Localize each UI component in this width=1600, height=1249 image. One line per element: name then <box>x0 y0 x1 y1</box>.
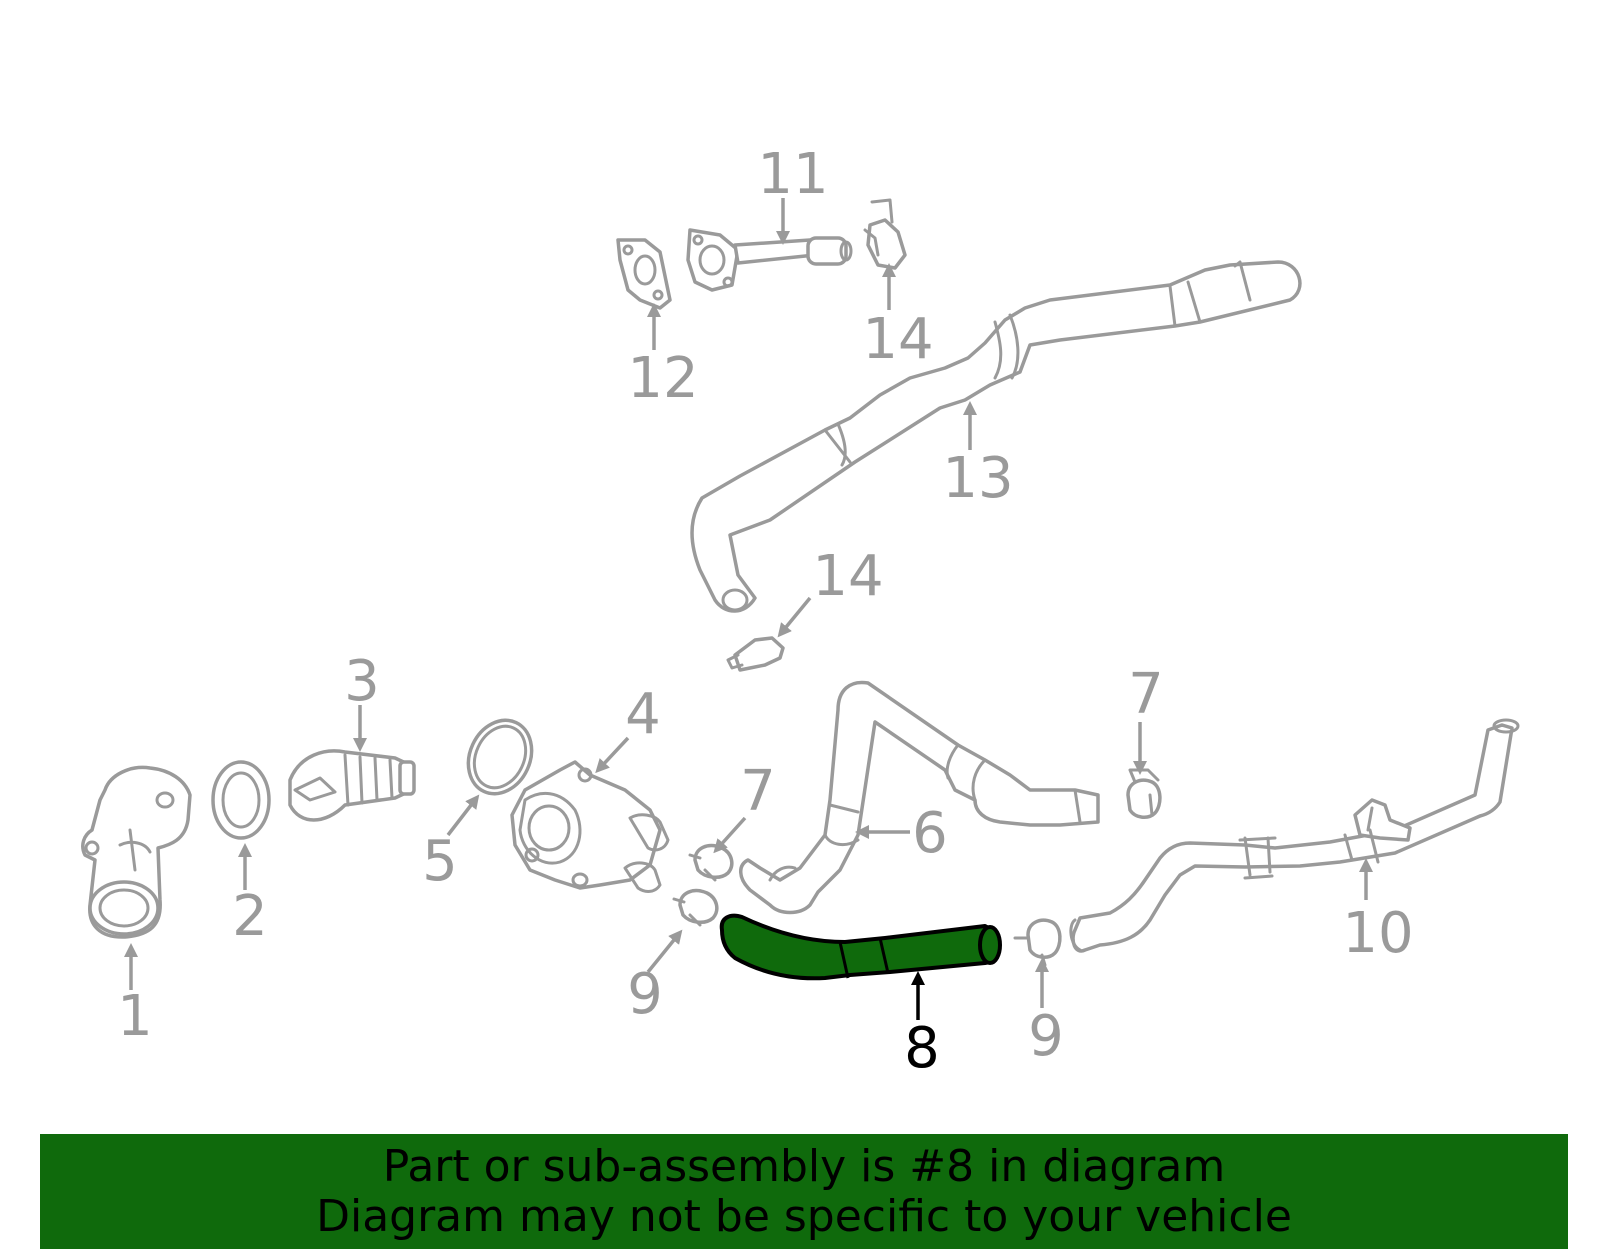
callout-9-left: 9 <box>627 962 663 1027</box>
callout-5: 5 <box>422 829 458 894</box>
callout-11: 11 <box>757 142 828 207</box>
callout-14-top: 14 <box>862 307 933 372</box>
part-11-water-pipe <box>686 228 853 292</box>
part-8-highlighted-hose <box>719 913 1002 981</box>
part-6-hose <box>739 680 1100 915</box>
part-9-clamp-left <box>672 888 719 927</box>
part-10-bypass-pipe <box>1069 718 1520 953</box>
part-7-clamp-left <box>688 843 734 882</box>
banner-line-part-number: Part or sub-assembly is #8 in diagram <box>382 1141 1226 1192</box>
leader-arrows <box>124 198 1373 1020</box>
part-2-gasket <box>211 760 271 840</box>
callout-7-left: 7 <box>740 759 776 824</box>
callout-6: 6 <box>912 801 948 866</box>
part-5-o-ring <box>466 718 534 796</box>
part-3-thermostat <box>288 749 416 822</box>
callout-8: 8 <box>904 1016 940 1081</box>
callout-labels: 1 2 3 4 5 6 7 7 8 9 9 10 11 12 14 13 14 <box>117 142 1413 1081</box>
part-13-radiator-hose <box>690 260 1302 613</box>
info-banner: Part or sub-assembly is #8 in diagram Di… <box>40 1134 1568 1249</box>
callout-9-right: 9 <box>1028 1004 1064 1069</box>
banner-line-disclaimer: Diagram may not be specific to your vehi… <box>316 1191 1292 1242</box>
callout-1: 1 <box>117 984 153 1049</box>
callout-3: 3 <box>344 649 380 714</box>
callout-2: 2 <box>232 884 268 949</box>
part-4-thermostat-housing <box>510 760 670 893</box>
callout-7-right: 7 <box>1128 662 1164 727</box>
callout-10: 10 <box>1342 901 1413 966</box>
callout-4: 4 <box>625 682 661 747</box>
part-12-gasket <box>616 238 672 310</box>
callout-13: 13 <box>942 446 1013 511</box>
part-14-clamp-middle <box>726 636 785 672</box>
part-14-clamp-top <box>863 198 907 270</box>
part-9-clamp-right <box>1013 918 1062 967</box>
part-1-water-outlet <box>81 765 192 939</box>
part-7-clamp-right <box>1126 768 1162 819</box>
callout-14-middle: 14 <box>812 544 883 609</box>
callout-12: 12 <box>627 346 698 411</box>
